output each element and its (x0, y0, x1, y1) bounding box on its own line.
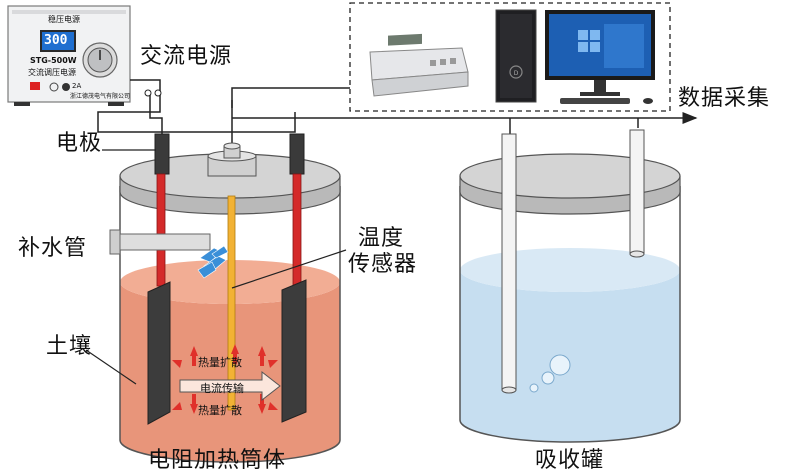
label-absorption-tank: 吸收罐 (535, 448, 605, 473)
label-heat-diffusion-bottom: 热量扩散 (198, 404, 242, 417)
svg-text:D: D (514, 70, 519, 77)
computer-tower-icon: D (495, 9, 537, 103)
label-temp-sensor-line1: 温度 (358, 226, 405, 251)
power-supply-title: 稳压电源 (48, 15, 80, 24)
power-supply-unit (7, 5, 131, 106)
current-transfer-arrow (179, 370, 281, 402)
data-logger-icon (369, 33, 469, 97)
absorption-tank (459, 153, 681, 443)
temperature-sensor-rod (227, 195, 236, 411)
electrode-left (147, 133, 171, 425)
heat-diffusion-arrows (172, 344, 278, 414)
power-supply-model: STG-500W (30, 56, 77, 65)
water-flow-icon (197, 245, 229, 279)
label-data-acquisition: 数据采集 (678, 86, 771, 111)
bubbles-icon (529, 354, 571, 393)
power-supply-display: 300 (44, 33, 68, 48)
power-supply-manufacturer: 浙江德茂电气有限公司 (70, 93, 131, 100)
label-current-transfer: 电流传输 (200, 382, 244, 395)
power-wires (97, 79, 350, 148)
label-water-pipe: 补水管 (18, 236, 88, 261)
tank-tubes (501, 129, 645, 394)
label-ac-power: 交流电源 (140, 44, 233, 69)
leader-lines (85, 149, 347, 385)
sensor-housing (207, 142, 257, 177)
power-supply-subtitle: 交流调压电源 (28, 68, 76, 77)
acquisition-box (349, 2, 671, 112)
monitor-icon (545, 10, 655, 104)
label-heat-diffusion-top: 热量扩散 (198, 356, 242, 369)
electrode-right (281, 133, 307, 423)
power-supply-rating: 2A (72, 82, 82, 90)
label-electrode: 电极 (56, 131, 103, 156)
label-soil: 土壤 (46, 334, 93, 359)
water-pipe (109, 229, 211, 255)
label-heater-cylinder: 电阻加热筒体 (148, 448, 287, 473)
label-temp-sensor-line2: 传感器 (348, 252, 418, 277)
